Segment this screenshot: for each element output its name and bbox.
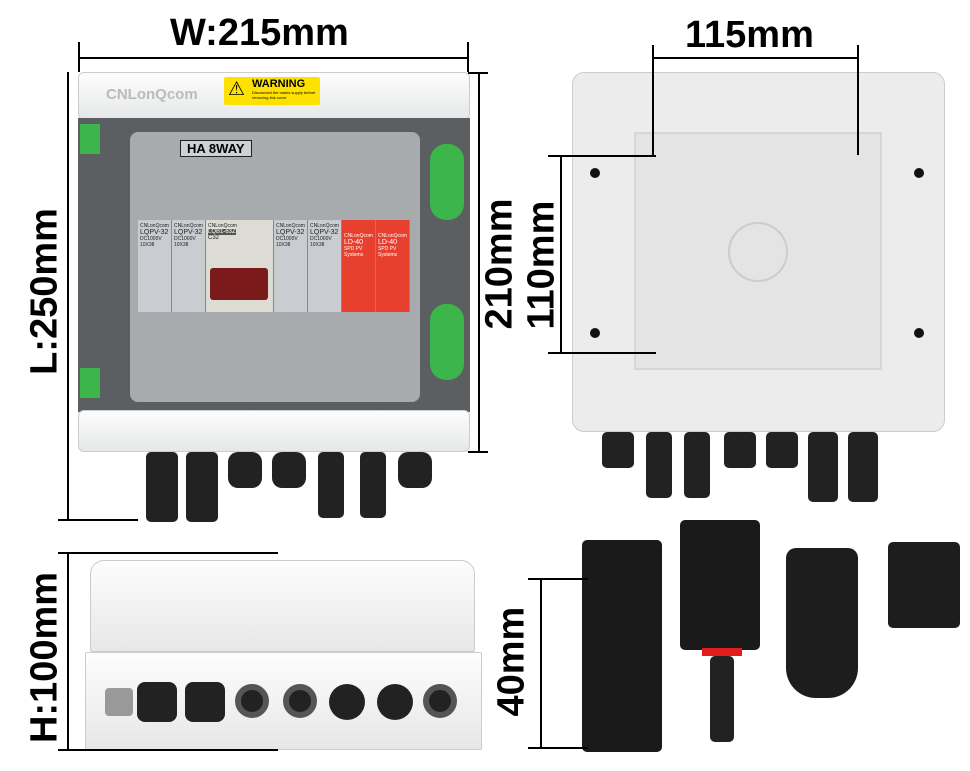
connector-dimension-line: [540, 578, 542, 748]
cable-gland: [423, 684, 457, 718]
mc4-female-connector: [582, 540, 662, 752]
extension-line: [467, 42, 469, 72]
green-latch: [80, 368, 100, 398]
extension-line: [652, 45, 654, 155]
mc4-connector: [137, 682, 177, 722]
mc4-connector: [318, 452, 344, 518]
mc4-cable: [710, 656, 734, 742]
extension-line: [468, 451, 488, 453]
cable-gland: [228, 452, 262, 488]
screw-hole: [590, 168, 600, 178]
mc4-connector: [329, 684, 365, 720]
cable-gland: [398, 452, 432, 488]
cable-gland: [235, 684, 269, 718]
blanking-plug: [888, 542, 960, 628]
cable-gland: [766, 432, 798, 468]
green-latch: [80, 124, 100, 154]
extension-line: [857, 45, 859, 155]
mc4-connector: [377, 684, 413, 720]
mc4-connector: [185, 682, 225, 722]
height-label: H:100mm: [23, 571, 66, 744]
center-boss: [728, 222, 788, 282]
length-label: L:250mm: [23, 208, 66, 375]
connector-label: 40mm: [490, 606, 533, 717]
mc4-male-connector: [680, 520, 760, 650]
extension-line: [528, 578, 588, 580]
warning-text: Disconnect the mains supply before remov…: [252, 90, 316, 100]
inner-length-label: 210mm: [478, 198, 521, 330]
green-hinge: [430, 304, 464, 380]
mount-height-dimension-line: [560, 155, 562, 353]
model-label: HA 8WAY: [180, 140, 252, 157]
mc4-connector: [146, 452, 178, 522]
red-seal-ring: [702, 648, 742, 656]
inner-length-dimension-line: [478, 72, 480, 452]
height-dimension-line: [67, 552, 69, 750]
extension-line: [468, 72, 488, 74]
back-view: [572, 72, 945, 502]
side-view: [85, 560, 482, 750]
mc4-connector: [808, 432, 838, 502]
breaker-toggle[interactable]: [210, 268, 268, 300]
cable-gland: [786, 548, 858, 698]
extension-line: [548, 155, 656, 157]
extension-line: [548, 352, 656, 354]
cable-gland: [602, 432, 634, 468]
cable-gland: [272, 452, 306, 488]
extension-line: [528, 747, 588, 749]
mc4-connector: [186, 452, 218, 522]
mount-width-label: 115mm: [685, 14, 814, 56]
side-lid: [90, 560, 475, 652]
mc4-connector: [684, 432, 710, 498]
mc4-connector: [848, 432, 878, 502]
front-base: [78, 410, 470, 452]
cable-gland: [724, 432, 756, 468]
connector-parts: [578, 520, 970, 760]
cable-gland: [105, 688, 133, 716]
screw-hole: [590, 328, 600, 338]
screw-hole: [914, 168, 924, 178]
mount-height-label: 110mm: [520, 200, 563, 330]
front-view: CNLonQcom ⚠ WARNING Disconnect the mains…: [78, 72, 470, 522]
extension-line: [58, 552, 278, 554]
green-hinge: [430, 144, 464, 220]
mount-width-dimension-line: [652, 57, 858, 59]
width-label: W:215mm: [170, 12, 349, 54]
extension-line: [58, 749, 278, 751]
extension-line: [78, 42, 80, 72]
screw-hole: [914, 328, 924, 338]
width-dimension-line: [78, 57, 468, 59]
length-dimension-line: [67, 72, 69, 520]
brand-label: CNLonQcom: [106, 86, 198, 103]
warning-label: ⚠ WARNING Disconnect the mains supply be…: [224, 77, 320, 105]
mc4-connector: [360, 452, 386, 518]
cable-gland: [283, 684, 317, 718]
warning-title: WARNING: [252, 78, 306, 90]
mc4-connector: [646, 432, 672, 498]
warning-icon: ⚠: [228, 79, 246, 100]
extension-line: [58, 519, 138, 521]
